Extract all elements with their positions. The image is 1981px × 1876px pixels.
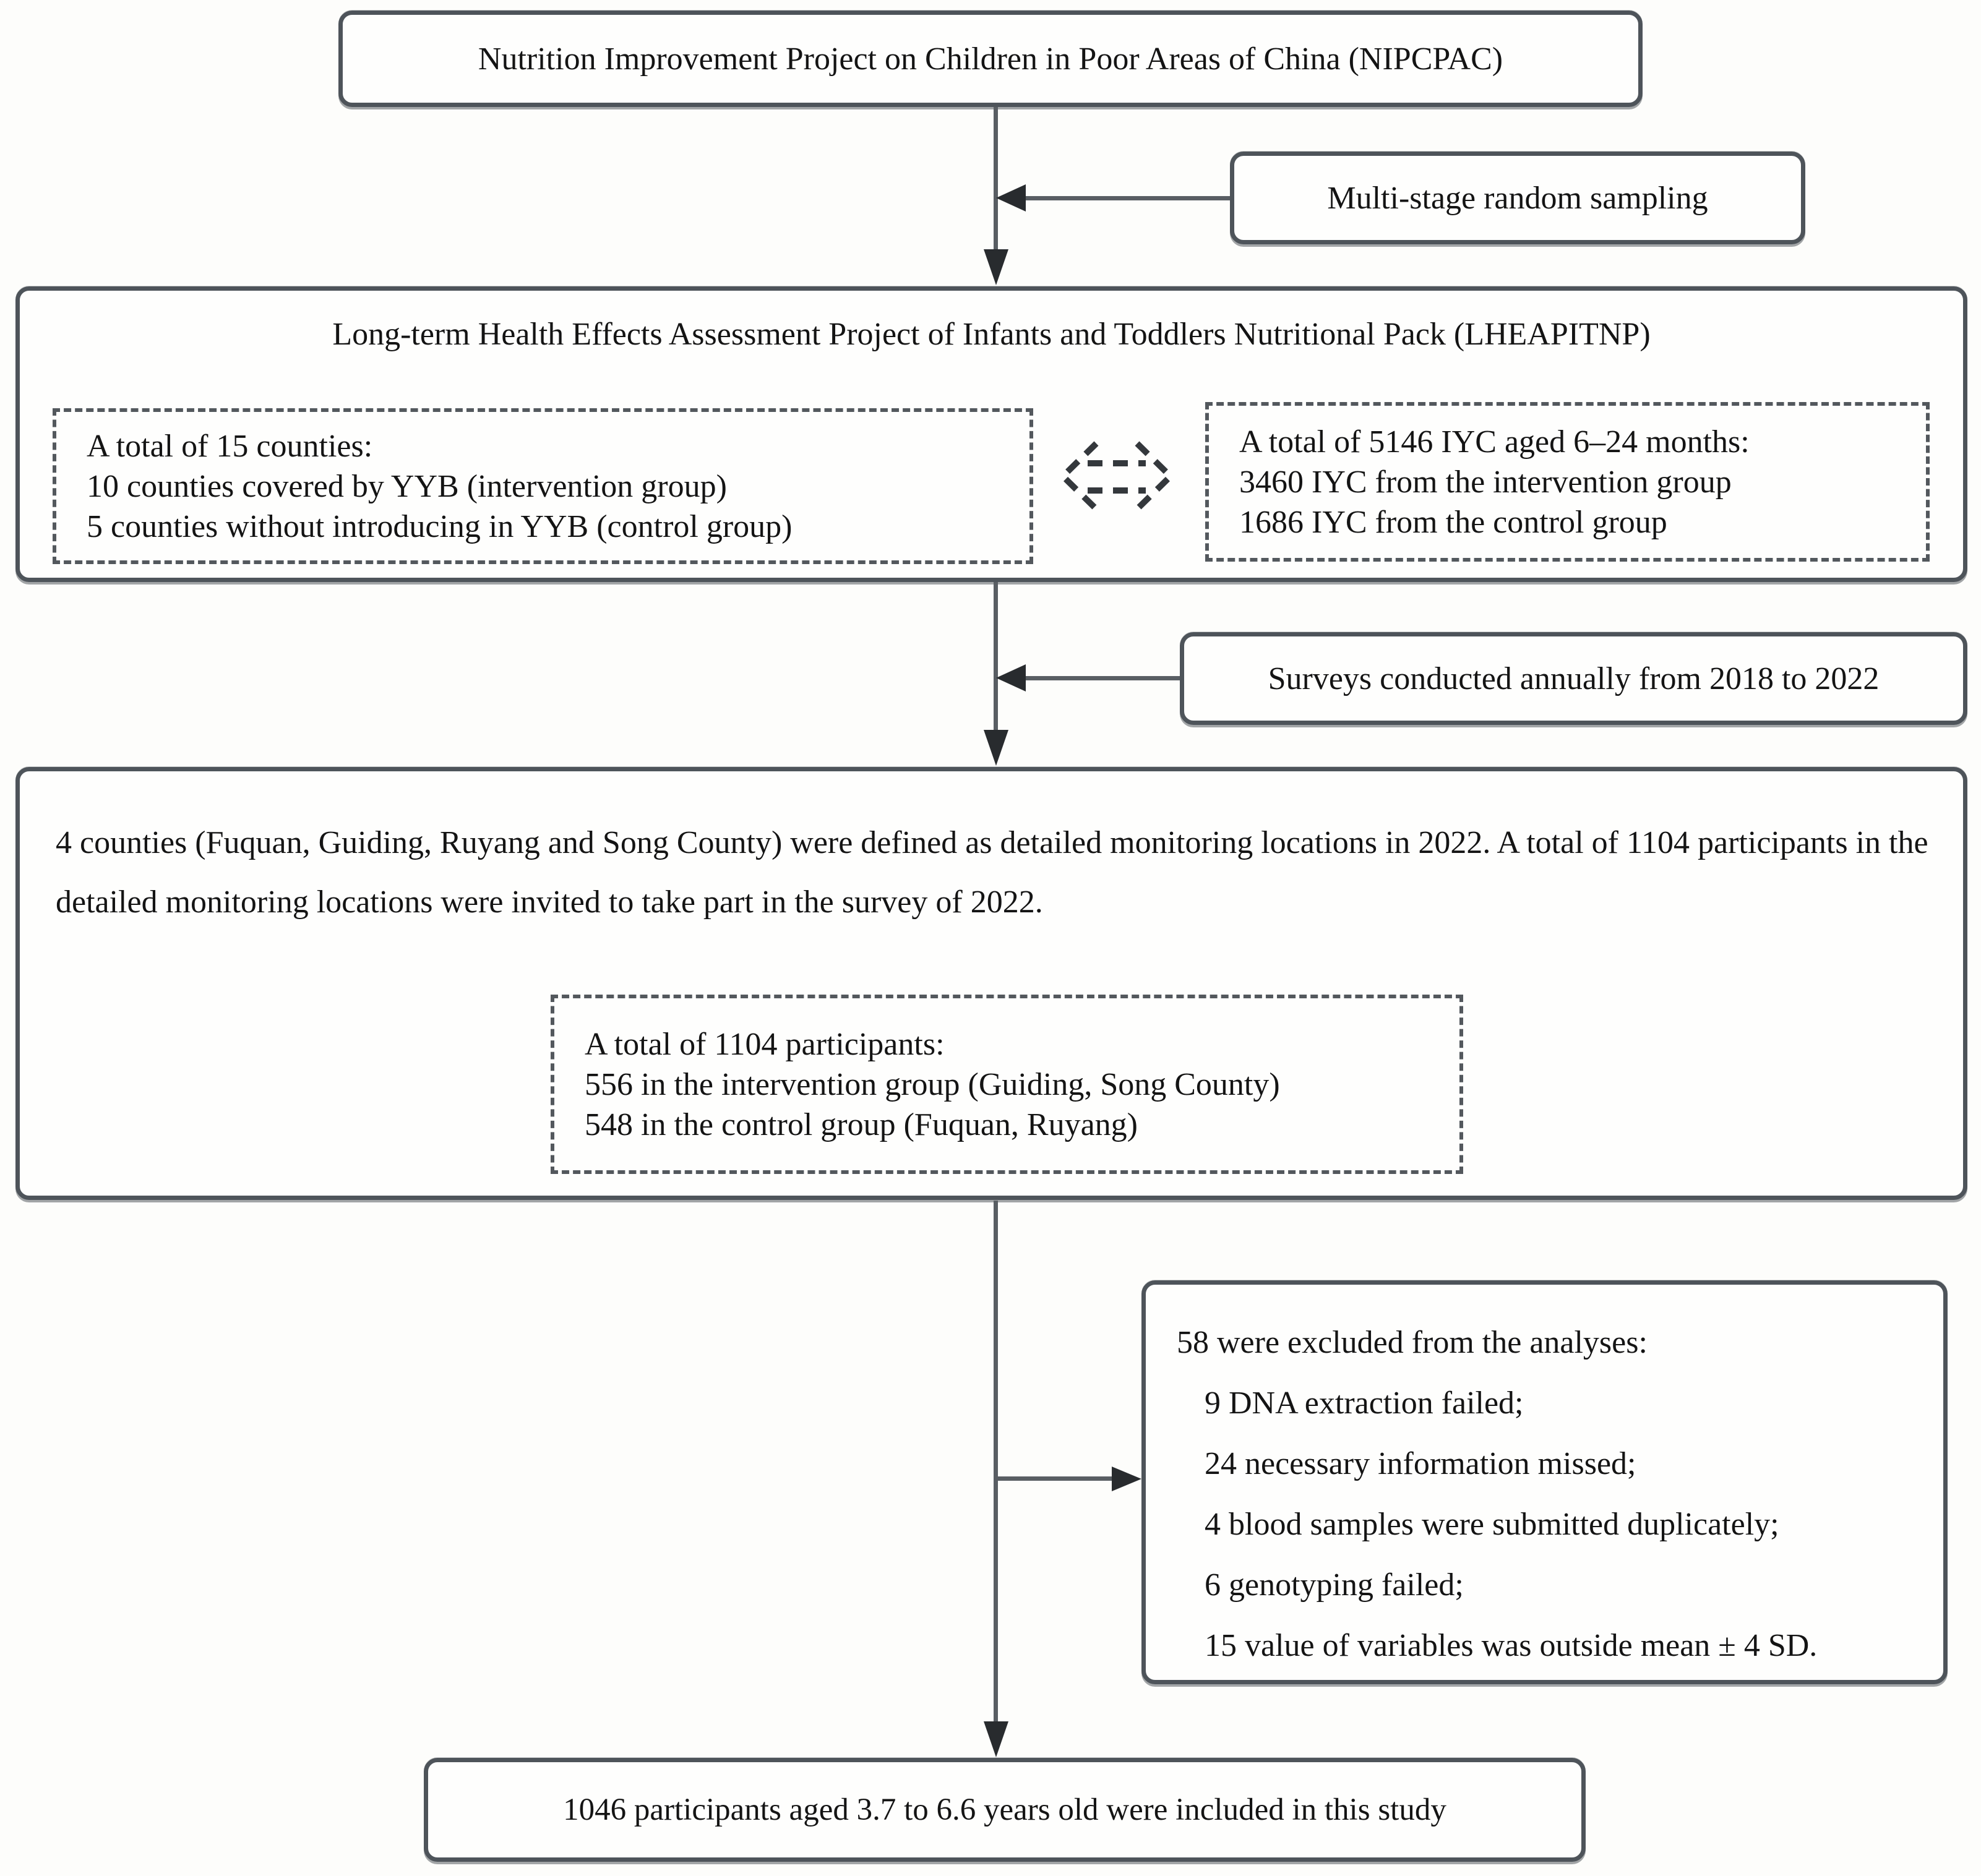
excluded-heading: 58 were excluded from the analyses:: [1177, 1325, 1648, 1360]
sampling-box: Multi-stage random sampling: [1230, 152, 1805, 244]
arrow-monitoring-to-included-line: [994, 1201, 998, 1723]
arrow-surveys-line: [1024, 676, 1180, 680]
lheapitnp-title: Long-term Health Effects Assessment Proj…: [332, 317, 1651, 352]
arrow-monitoring-to-included-head: [984, 1721, 1008, 1757]
monitoring-paragraph: 4 counties (Fuquan, Guiding, Ruyang and …: [56, 825, 1928, 920]
arrow-surveys-head: [996, 664, 1026, 692]
participants-line: 548 in the control group (Fuquan, Ruyang…: [585, 1107, 1138, 1142]
excluded-item: 6 genotyping failed;: [1205, 1567, 1464, 1603]
participants-line: A total of 1104 participants:: [585, 1026, 945, 1062]
participants-line: 556 in the intervention group (Guiding, …: [585, 1066, 1280, 1102]
excluded-item: 15 value of variables was outside mean ±…: [1205, 1628, 1818, 1663]
participants-lines: A total of 1104 participants: 556 in the…: [551, 995, 1463, 1174]
iyc-line: A total of 5146 IYC aged 6–24 months:: [1239, 424, 1750, 460]
arrow-sampling-head: [996, 184, 1026, 212]
iyc-dashed-box: [1205, 402, 1930, 562]
arrow-excluded-line: [996, 1476, 1114, 1481]
iyc-line: 3460 IYC from the intervention group: [1239, 464, 1732, 500]
counties-line: A total of 15 counties:: [87, 428, 373, 464]
monitoring-box: 4 counties (Fuquan, Guiding, Ruyang and …: [15, 767, 1967, 1200]
included-box-label: 1046 participants aged 3.7 to 6.6 years …: [563, 1792, 1446, 1827]
counties-line: 5 counties without introducing in YYB (c…: [87, 508, 793, 544]
excluded-box: 58 were excluded from the analyses: 9 DN…: [1141, 1280, 1948, 1684]
arrow-nipcpac-to-lheapitnp-line: [994, 107, 998, 252]
surveys-box: Surveys conducted annually from 2018 to …: [1180, 632, 1967, 725]
included-box: 1046 participants aged 3.7 to 6.6 years …: [424, 1758, 1586, 1862]
arrow-nipcpac-to-lheapitnp-head: [984, 249, 1008, 285]
sampling-box-label: Multi-stage random sampling: [1327, 180, 1708, 216]
surveys-box-label: Surveys conducted annually from 2018 to …: [1268, 661, 1880, 696]
nipcpac-box: Nutrition Improvement Project on Childre…: [338, 11, 1643, 107]
excluded-item: 4 blood samples were submitted duplicate…: [1205, 1507, 1779, 1542]
participants-dashed-box: [551, 995, 1463, 1174]
arrow-sampling-line: [1024, 196, 1230, 200]
arrow-excluded-head: [1112, 1467, 1141, 1491]
iyc-line: 1686 IYC from the control group: [1239, 504, 1667, 540]
nipcpac-box-label: Nutrition Improvement Project on Childre…: [478, 41, 1503, 77]
arrow-lheapitnp-to-monitoring-line: [994, 582, 998, 732]
exchange-arrows-icon: [1058, 441, 1175, 512]
iyc-lines: A total of 5146 IYC aged 6–24 months: 34…: [1205, 402, 1930, 562]
counties-line: 10 counties covered by YYB (intervention…: [87, 468, 727, 504]
lheapitnp-box: Long-term Health Effects Assessment Proj…: [15, 286, 1967, 582]
excluded-item: 9 DNA extraction failed;: [1205, 1386, 1524, 1421]
counties-dashed-box: [53, 408, 1033, 564]
counties-lines: A total of 15 counties: 10 counties cove…: [53, 408, 1033, 564]
excluded-item: 24 necessary information missed;: [1205, 1446, 1636, 1481]
arrow-lheapitnp-to-monitoring-head: [984, 730, 1008, 766]
